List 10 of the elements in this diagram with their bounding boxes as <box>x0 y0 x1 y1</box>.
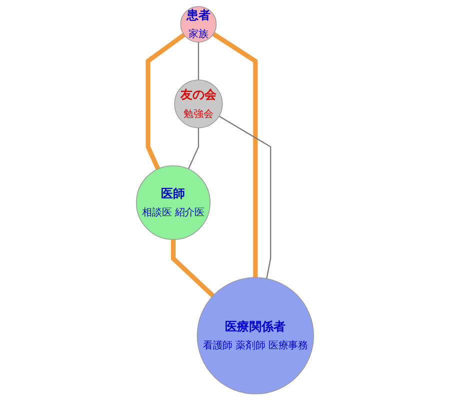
connector <box>146 32 186 170</box>
node-circle: 医師 相談医 紹介医 <box>136 165 211 240</box>
connector <box>218 116 272 279</box>
connector <box>198 42 200 80</box>
connector <box>170 240 215 298</box>
node-circle: 患者 家族 <box>180 6 217 42</box>
node-circle: 友の会 勉強会 <box>174 80 223 128</box>
connector <box>212 32 258 278</box>
node-circle: 医療関係者 看護師 薬剤師 医療事務 <box>196 277 314 394</box>
connector <box>188 128 200 170</box>
